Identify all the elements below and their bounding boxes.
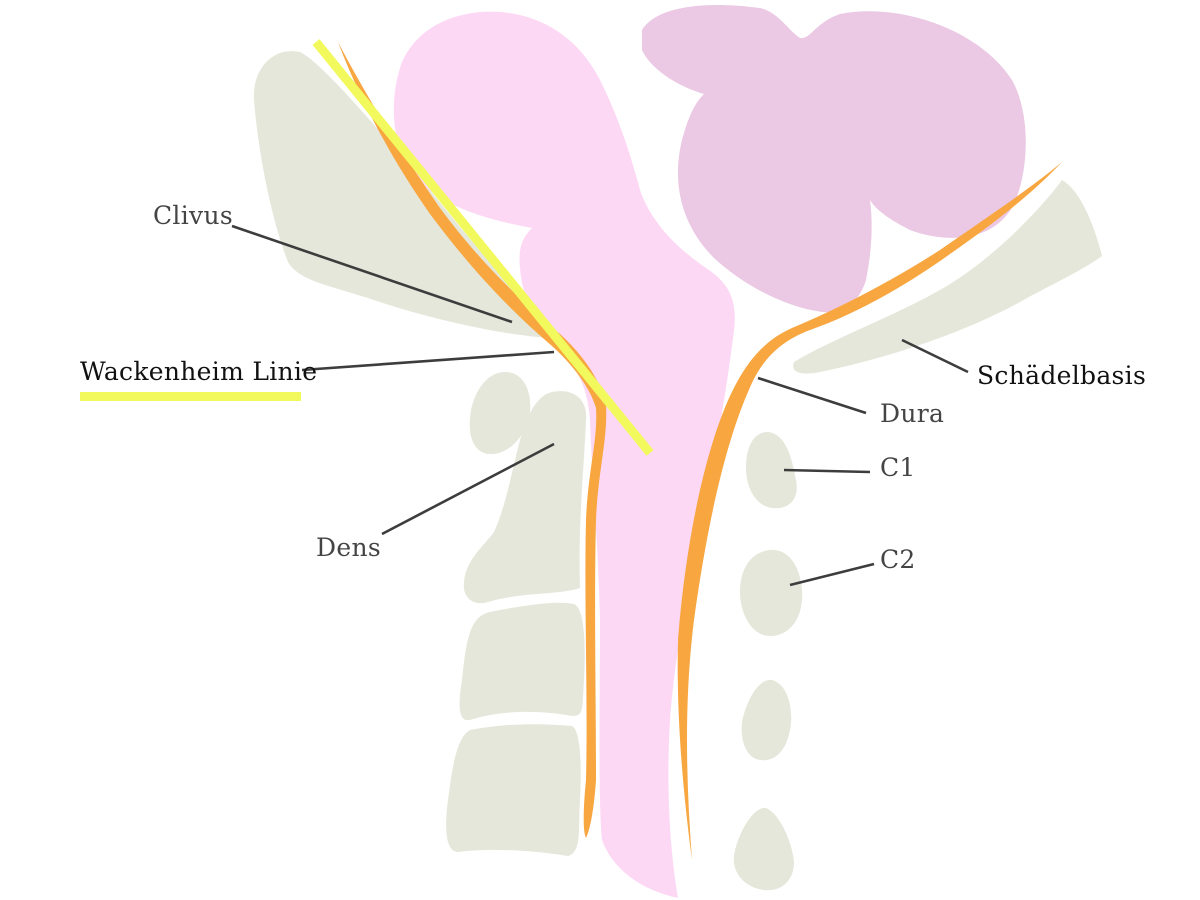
label-schaedelbasis: Schädelbasis [977, 361, 1146, 390]
label-dens: Dens [316, 533, 381, 562]
dura-leader-line [757, 376, 867, 415]
wackenheim-line [312, 39, 654, 456]
brainstem-spinal-cord [393, 11, 735, 899]
c1-leader-line [783, 468, 871, 474]
c4-vertebral-body [446, 724, 581, 856]
dens-c2-body [463, 391, 587, 604]
c2-leader-line [789, 562, 875, 587]
label-c2: C2 [880, 545, 916, 574]
anterior-arch-c1 [469, 372, 531, 455]
label-dura: Dura [880, 399, 944, 428]
spinous-process-c3 [741, 679, 792, 761]
wackenheim-leader-line [301, 350, 555, 372]
spinous-process-c4 [733, 807, 794, 891]
dens-leader-line [381, 442, 555, 536]
posterior-arch-c1 [746, 432, 797, 509]
c3-vertebral-body [459, 602, 585, 721]
spinous-process-c2 [740, 549, 803, 636]
label-c1: C1 [880, 453, 916, 482]
cerebellum [642, 4, 1026, 313]
label-wackenheim-linie: Wackenheim Linie [80, 357, 317, 386]
occipital-bone [793, 180, 1102, 374]
wackenheim-legend-bar [80, 392, 301, 401]
dura-posterior [677, 162, 1062, 860]
schaedelbasis-leader-line [901, 338, 969, 374]
label-clivus: Clivus [153, 201, 233, 230]
clivus-leader-line [231, 224, 513, 324]
